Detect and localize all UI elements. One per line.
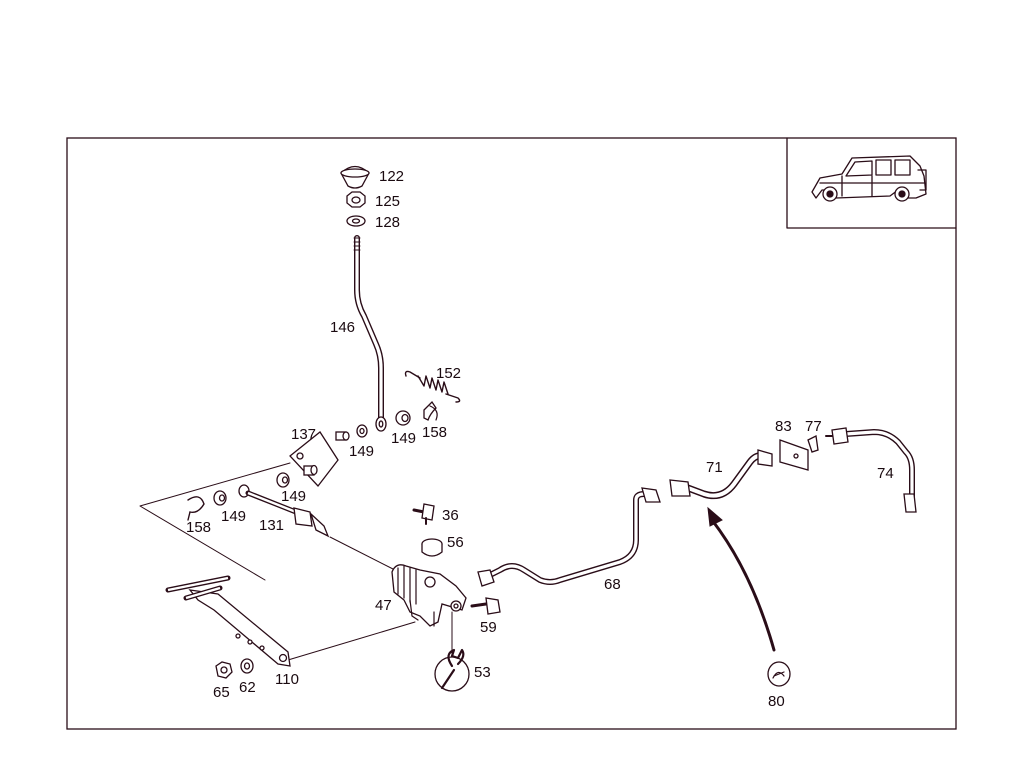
wrench-icon xyxy=(434,648,470,692)
label-149: 149 xyxy=(221,508,246,525)
label-137: 137 xyxy=(291,426,316,443)
washer-part-128 xyxy=(346,215,366,227)
brake-line-68 xyxy=(477,487,661,587)
leader-lines xyxy=(139,462,453,661)
bracket-part-83 xyxy=(779,439,809,471)
pedal-lever-110 xyxy=(165,575,291,667)
label-59: 59 xyxy=(480,619,497,636)
bracket-part-137 xyxy=(289,431,339,488)
nut-part-125 xyxy=(346,191,366,208)
label-83: 83 xyxy=(775,418,792,435)
spring-part-152 xyxy=(404,370,461,403)
bushing-part-149 xyxy=(395,410,411,426)
washer-part-62 xyxy=(240,658,254,674)
clip-part-158 xyxy=(423,400,438,421)
pin-part xyxy=(335,431,350,441)
label-128: 128 xyxy=(375,214,400,231)
label-47: 47 xyxy=(375,597,392,614)
bolt-part-59 xyxy=(470,597,501,615)
nut-part-65 xyxy=(215,661,233,679)
diagram-border xyxy=(66,137,957,730)
shift-rod-146 xyxy=(353,235,387,432)
thumbnail-box xyxy=(786,137,957,229)
label-77: 77 xyxy=(805,418,822,435)
label-149: 149 xyxy=(349,443,374,460)
label-68: 68 xyxy=(604,576,621,593)
label-158: 158 xyxy=(422,424,447,441)
label-80: 80 xyxy=(768,693,785,710)
label-152: 152 xyxy=(436,365,461,382)
label-125: 125 xyxy=(375,193,400,210)
label-65: 65 xyxy=(213,684,230,701)
label-110: 110 xyxy=(275,671,299,688)
push-rod-131 xyxy=(238,484,330,538)
suv-icon xyxy=(811,155,927,202)
label-149: 149 xyxy=(391,430,416,447)
knob-part-122 xyxy=(340,165,370,189)
bushing-part-149 xyxy=(213,490,227,506)
label-71: 71 xyxy=(706,459,723,476)
label-158: 158 xyxy=(186,519,211,536)
brake-hose-71 xyxy=(669,449,773,500)
label-56: 56 xyxy=(447,534,464,551)
label-146: 146 xyxy=(330,319,355,336)
bleeder-screw-36 xyxy=(412,503,435,525)
label-62: 62 xyxy=(239,679,256,696)
grommet-part-80 xyxy=(767,661,791,687)
clip-part-158 xyxy=(187,496,205,521)
bushing-part-149 xyxy=(276,472,290,488)
washer-part-149 xyxy=(356,424,368,438)
clip-part-77 xyxy=(807,435,819,453)
label-53: 53 xyxy=(474,664,491,681)
label-122: 122 xyxy=(379,168,404,185)
brake-line-74 xyxy=(825,427,917,513)
label-74: 74 xyxy=(877,465,894,482)
master-cylinder-47 xyxy=(391,564,467,627)
label-36: 36 xyxy=(442,507,459,524)
pointer-arrow xyxy=(707,506,776,652)
label-149: 149 xyxy=(281,488,306,505)
label-131: 131 xyxy=(259,517,284,534)
cap-part-56 xyxy=(421,538,443,557)
